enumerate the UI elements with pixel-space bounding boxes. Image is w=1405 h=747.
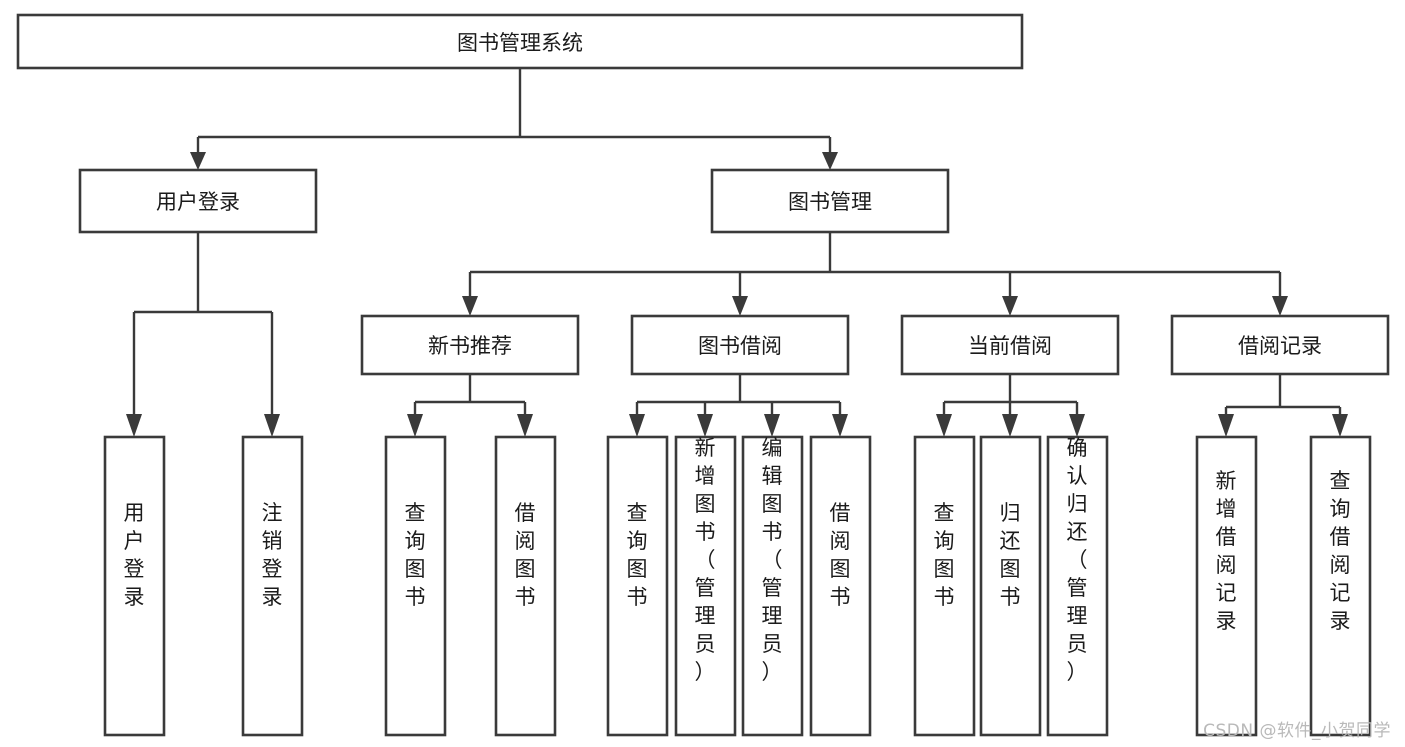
arrowhead-leaf-current-borrow-3 (1069, 414, 1085, 437)
leaf-node[interactable]: 查询图书 (913, 435, 976, 737)
leaf-node[interactable]: 借阅图书 (809, 435, 872, 737)
node-borrow-record-label: 借阅记录 (1238, 334, 1322, 358)
leaf-node[interactable]: 查询图书 (606, 435, 669, 737)
node-book-borrow[interactable]: 图书借阅 (630, 314, 850, 376)
arrowhead-leaf-user-login-2 (264, 414, 280, 437)
leaf-user-login-1-label: 用户登录 (124, 501, 145, 609)
leaf-borrow-record-1-label: 新增借阅记录 (1216, 469, 1237, 633)
leaf-new-book-2-label: 借阅图书 (515, 501, 536, 609)
leaf-current-borrow-2-box[interactable] (979, 435, 1042, 737)
node-current-borrow-label: 当前借阅 (968, 334, 1052, 358)
node-book-management-box[interactable] (710, 168, 950, 234)
node-root-box[interactable] (16, 13, 1024, 70)
node-book-borrow-box[interactable] (630, 314, 850, 376)
leaf-node[interactable]: 查询图书 (384, 435, 447, 737)
arrowhead-leaf-current-borrow-1 (936, 414, 952, 437)
leaf-book-borrow-1-label: 查询图书 (627, 501, 648, 609)
node-book-management[interactable]: 图书管理 (710, 168, 950, 234)
leaf-book-borrow-3-label: 编辑图书（管理员） (762, 436, 783, 684)
leaf-node[interactable]: 借阅图书 (494, 435, 557, 737)
leaf-user-login-2-box[interactable] (241, 435, 304, 737)
node-root-label: 图书管理系统 (457, 31, 583, 55)
leaf-current-borrow-1-box[interactable] (913, 435, 976, 737)
leaf-new-book-1-label: 查询图书 (405, 501, 426, 609)
arrowhead-borrow-record (1272, 296, 1288, 316)
leaf-borrow-record-1-box[interactable] (1195, 435, 1258, 737)
leaf-new-book-1-box[interactable] (384, 435, 447, 737)
leaf-book-borrow-4-box[interactable] (809, 435, 872, 737)
leaf-node[interactable]: 新增借阅记录 (1195, 435, 1258, 737)
arrowhead-current-borrow (1002, 296, 1018, 316)
arrowhead-book-mgmt (822, 152, 838, 170)
arrowhead-leaf-book-borrow-2 (697, 414, 713, 437)
node-user-login-label: 用户登录 (156, 190, 240, 214)
leaf-current-borrow-3-box[interactable] (1046, 435, 1109, 737)
arrowhead-leaf-book-borrow-4 (832, 414, 848, 437)
node-book-management-label: 图书管理 (788, 190, 872, 214)
node-user-login-box[interactable] (78, 168, 318, 234)
leaf-book-borrow-2-label: 新增图书（管理员） (695, 436, 716, 684)
node-current-borrow-box[interactable] (900, 314, 1120, 376)
leaf-book-borrow-1-box[interactable] (606, 435, 669, 737)
leaf-node[interactable]: 编辑图书（管理员） (741, 435, 804, 737)
arrowhead-new-book (462, 296, 478, 316)
arrowhead-user-login (190, 152, 206, 170)
leaf-borrow-record-2-label: 查询借阅记录 (1330, 469, 1351, 633)
node-current-borrow[interactable]: 当前借阅 (900, 314, 1120, 376)
arrowhead-leaf-user-login-1 (126, 414, 142, 437)
arrowhead-leaf-new-book-2 (517, 414, 533, 437)
leaf-node[interactable]: 用户登录 (103, 435, 166, 737)
node-new-book-recommend-box[interactable] (360, 314, 580, 376)
leaf-node[interactable]: 新增图书（管理员） (674, 435, 737, 737)
leaf-user-login-1-box[interactable] (103, 435, 166, 737)
arrowhead-leaf-current-borrow-2 (1002, 414, 1018, 437)
leaf-current-borrow-1-label: 查询图书 (934, 501, 955, 609)
arrowhead-leaf-book-borrow-3 (764, 414, 780, 437)
leaf-node[interactable]: 确认归还（管理员） (1046, 435, 1109, 737)
leaf-book-borrow-3-box[interactable] (741, 435, 804, 737)
leaf-new-book-2-box[interactable] (494, 435, 557, 737)
node-user-login[interactable]: 用户登录 (78, 168, 318, 234)
node-new-book-recommend-label: 新书推荐 (428, 334, 512, 358)
leaf-current-borrow-2-label: 归还图书 (1000, 501, 1021, 609)
node-book-borrow-label: 图书借阅 (698, 334, 782, 358)
arrowhead-leaf-borrow-record-2 (1332, 414, 1348, 437)
node-borrow-record[interactable]: 借阅记录 (1170, 314, 1390, 376)
leaf-node[interactable]: 查询借阅记录 (1309, 435, 1372, 737)
arrowhead-leaf-borrow-record-1 (1218, 414, 1234, 437)
leaf-book-borrow-2-box[interactable] (674, 435, 737, 737)
leaf-book-borrow-4-label: 借阅图书 (830, 501, 851, 609)
arrowhead-leaf-book-borrow-1 (629, 414, 645, 437)
leaf-borrow-record-2-box[interactable] (1309, 435, 1372, 737)
arrowhead-book-borrow (732, 296, 748, 316)
leaf-node[interactable]: 注销登录 (241, 435, 304, 737)
edge-layer (126, 68, 1348, 437)
leaf-user-login-2-label: 注销登录 (262, 501, 283, 609)
node-root[interactable]: 图书管理系统 (16, 13, 1024, 70)
arrowhead-leaf-new-book-1 (407, 414, 423, 437)
leaf-node[interactable]: 归还图书 (979, 435, 1042, 737)
leaf-current-borrow-3-label: 确认归还（管理员） (1067, 436, 1088, 684)
node-new-book-recommend[interactable]: 新书推荐 (360, 314, 580, 376)
node-borrow-record-box[interactable] (1170, 314, 1390, 376)
